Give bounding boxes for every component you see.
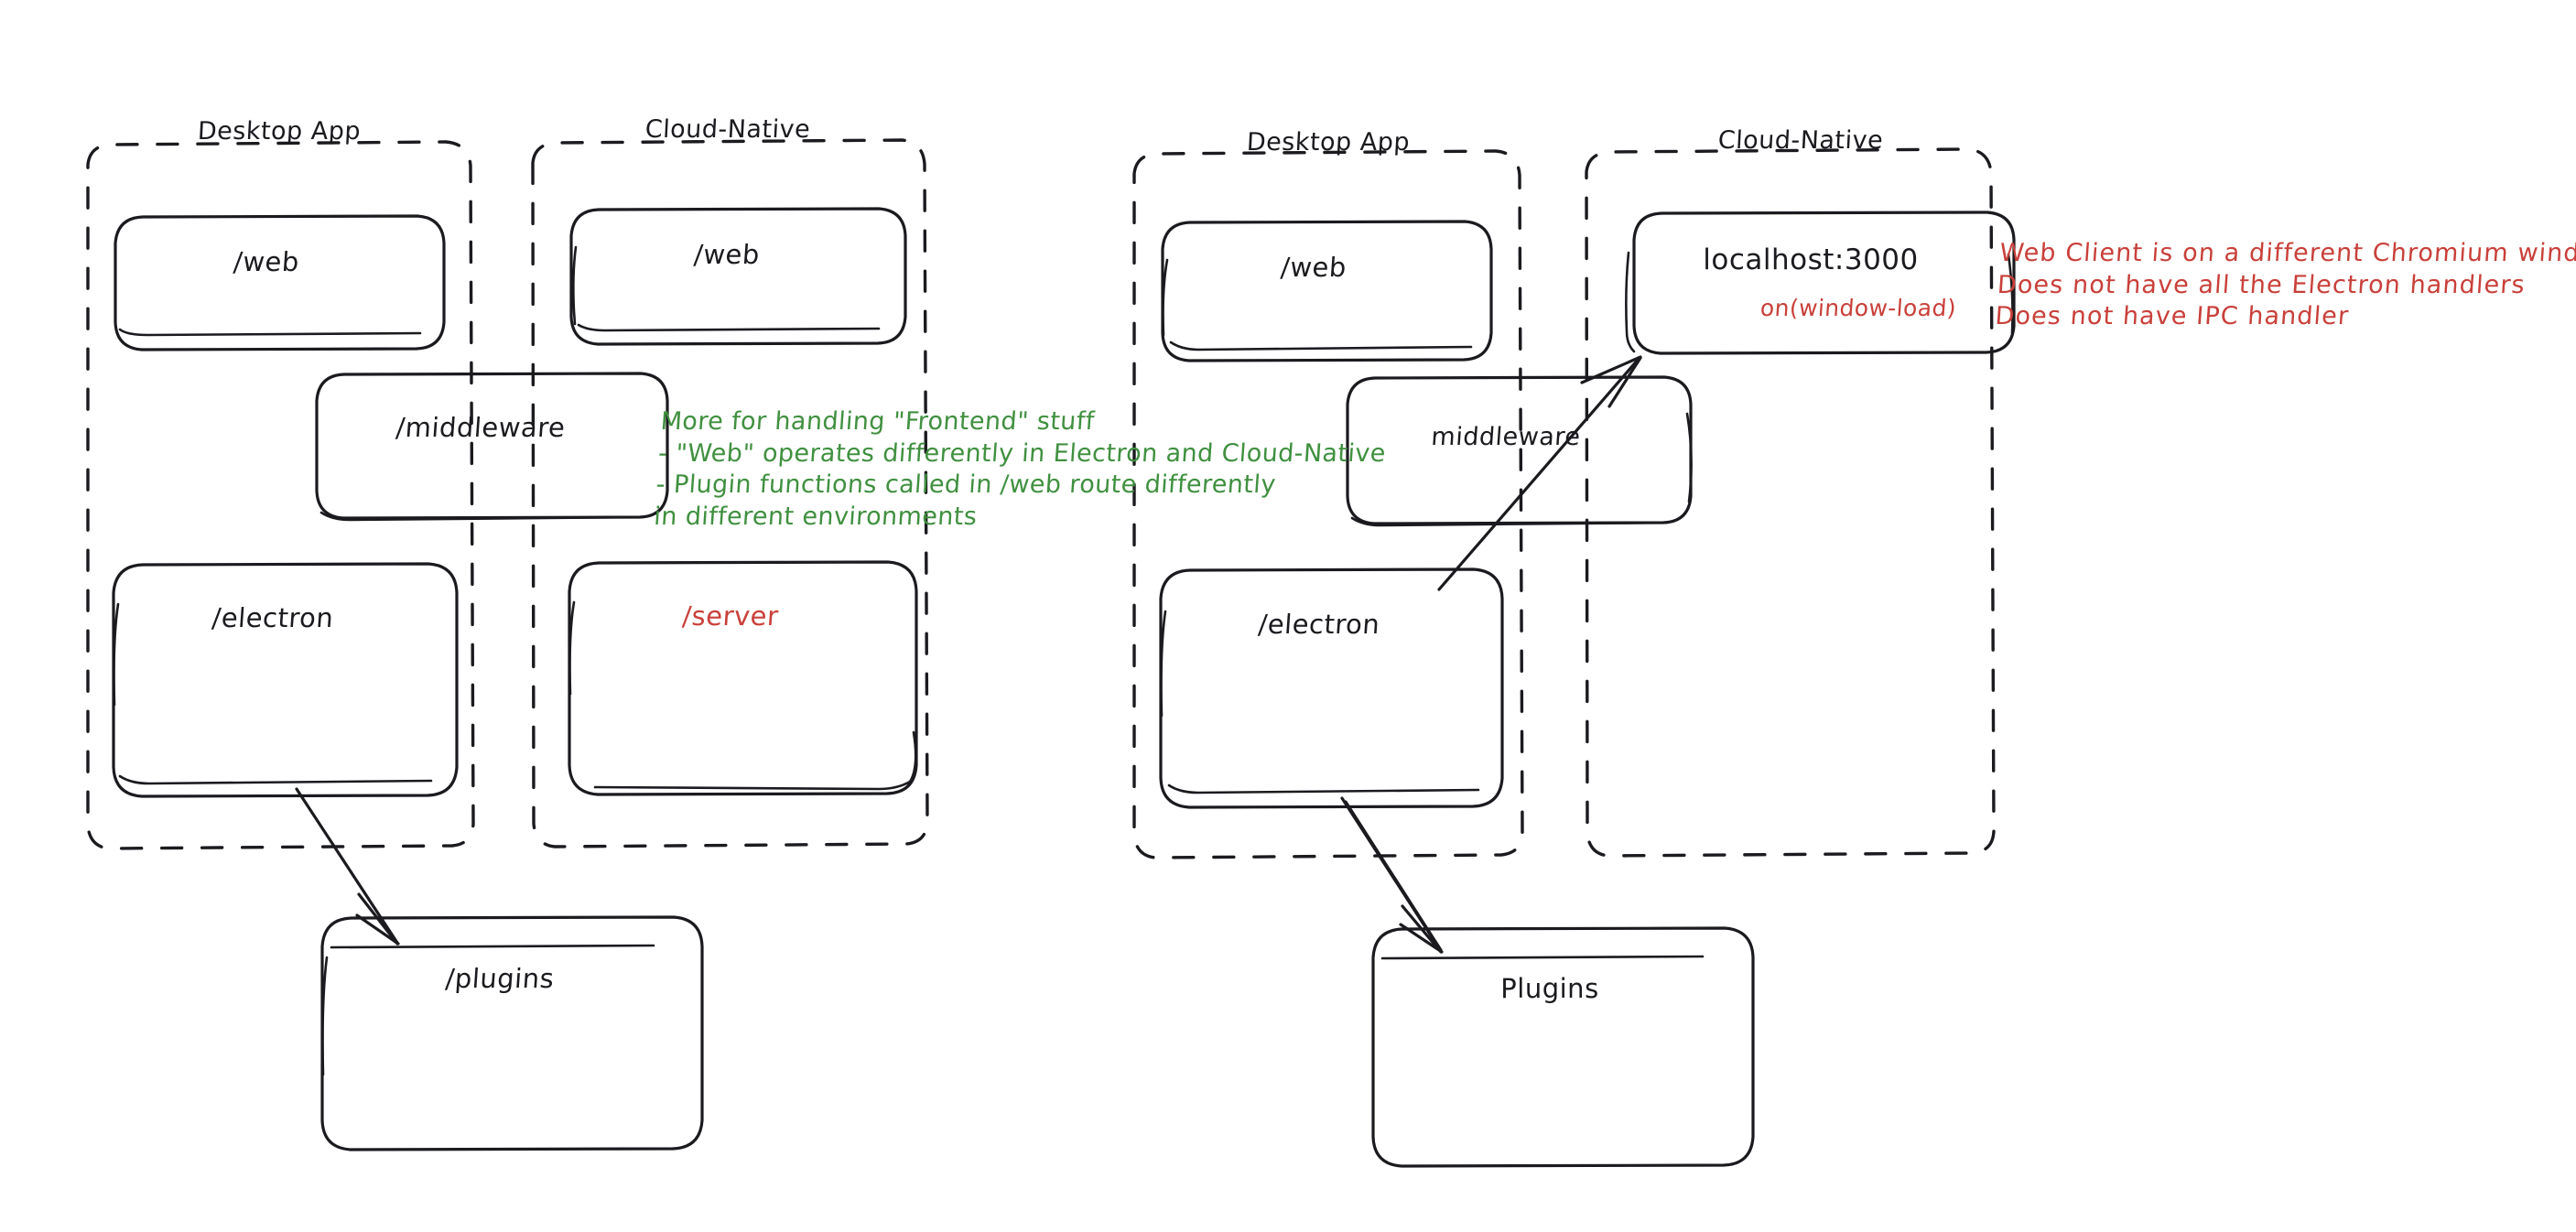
right-middleware-label: middleware — [1430, 423, 1582, 451]
left-server-label: /server — [681, 600, 780, 632]
right-red-annotation-line-1: Web Client is on a different Chromium wi… — [1998, 239, 2576, 267]
left-green-annotation: More for handling "Frontend" stuff- "Web… — [653, 406, 1389, 533]
right-desktop-app-group — [1132, 149, 1524, 859]
left-cloud-native-group — [531, 138, 929, 848]
node-right-localhost[interactable] — [1625, 211, 2016, 355]
left-green-annotation-line-3: - Plugin functions called in /web route … — [655, 470, 1277, 500]
left-green-annotation-line-1: More for handling "Frontend" stuff — [659, 407, 1096, 436]
node-left-middleware[interactable] — [315, 372, 669, 522]
right-localhost-sublabel: on(window-load) — [1759, 295, 1957, 321]
right-red-annotation: Web Client is on a different Chromium wi… — [1994, 238, 2576, 333]
right-cloud-native-group — [1585, 147, 1996, 858]
edge-right-electron-to-plugins — [1340, 796, 1444, 954]
right-localhost-label: localhost:3000 — [1703, 243, 1919, 276]
right-electron-label: /electron — [1257, 609, 1381, 640]
left-desktop-app-title: Desktop App — [197, 117, 362, 146]
node-left-server[interactable] — [568, 560, 918, 796]
right-desktop-app-title: Desktop App — [1246, 128, 1411, 157]
left-desktop-web-label: /web — [232, 246, 301, 277]
right-desktop-web-label: /web — [1279, 252, 1348, 283]
left-green-annotation-line-4: in different environments — [653, 502, 979, 531]
left-electron-label: /electron — [211, 602, 335, 633]
edge-left-electron-to-plugins — [295, 787, 400, 946]
edge-right-electron-to-localhost — [1437, 355, 1642, 591]
node-right-middleware[interactable] — [1346, 375, 1693, 527]
left-green-annotation-line-2: - "Web" operates differently in Electron… — [657, 438, 1387, 468]
left-cloud-native-title: Cloud-Native — [644, 115, 811, 144]
node-right-desktop-web[interactable] — [1161, 220, 1493, 362]
left-middleware-label: /middleware — [395, 412, 567, 443]
node-right-electron[interactable] — [1159, 567, 1504, 809]
node-right-plugins[interactable] — [1371, 926, 1755, 1168]
right-plugins-label: Plugins — [1500, 973, 1599, 1004]
node-left-cloud-web[interactable] — [569, 207, 907, 346]
node-left-electron[interactable] — [112, 562, 459, 798]
left-desktop-app-group — [86, 140, 475, 850]
right-cloud-native-title: Cloud-Native — [1717, 126, 1884, 155]
left-cloud-web-label: /web — [692, 239, 762, 270]
node-left-desktop-web[interactable] — [114, 214, 446, 351]
right-red-annotation-line-3: Does not have IPC handler — [1994, 302, 2351, 331]
node-left-plugins[interactable] — [320, 915, 704, 1151]
right-red-annotation-line-2: Does not have all the Electron handlers — [1996, 270, 2527, 299]
left-plugins-label: /plugins — [444, 963, 556, 994]
